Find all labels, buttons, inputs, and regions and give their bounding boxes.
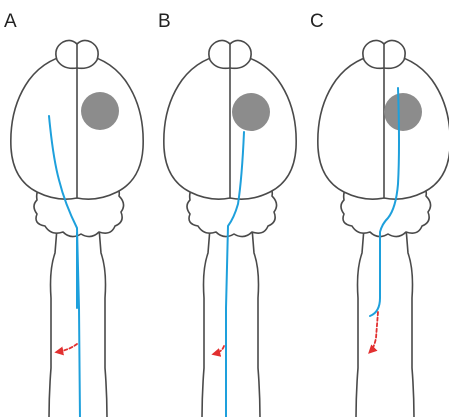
- sprouting-axon-b: [214, 346, 224, 354]
- panel-label-a: A: [4, 11, 17, 32]
- panel-a: A: [4, 11, 143, 417]
- brain-outline-c: [318, 40, 449, 417]
- panel-b: B: [158, 11, 296, 417]
- lesion-b: [232, 93, 270, 131]
- lesion-c: [384, 93, 422, 131]
- sprouting-axon-c: [370, 312, 378, 352]
- sprouting-axon-a: [57, 344, 77, 352]
- panel-c: C: [310, 11, 449, 417]
- brain-outline-b: [164, 40, 296, 417]
- panel-label-c: C: [310, 11, 324, 32]
- panel-label-b: B: [158, 11, 171, 32]
- lesion-a: [81, 92, 119, 130]
